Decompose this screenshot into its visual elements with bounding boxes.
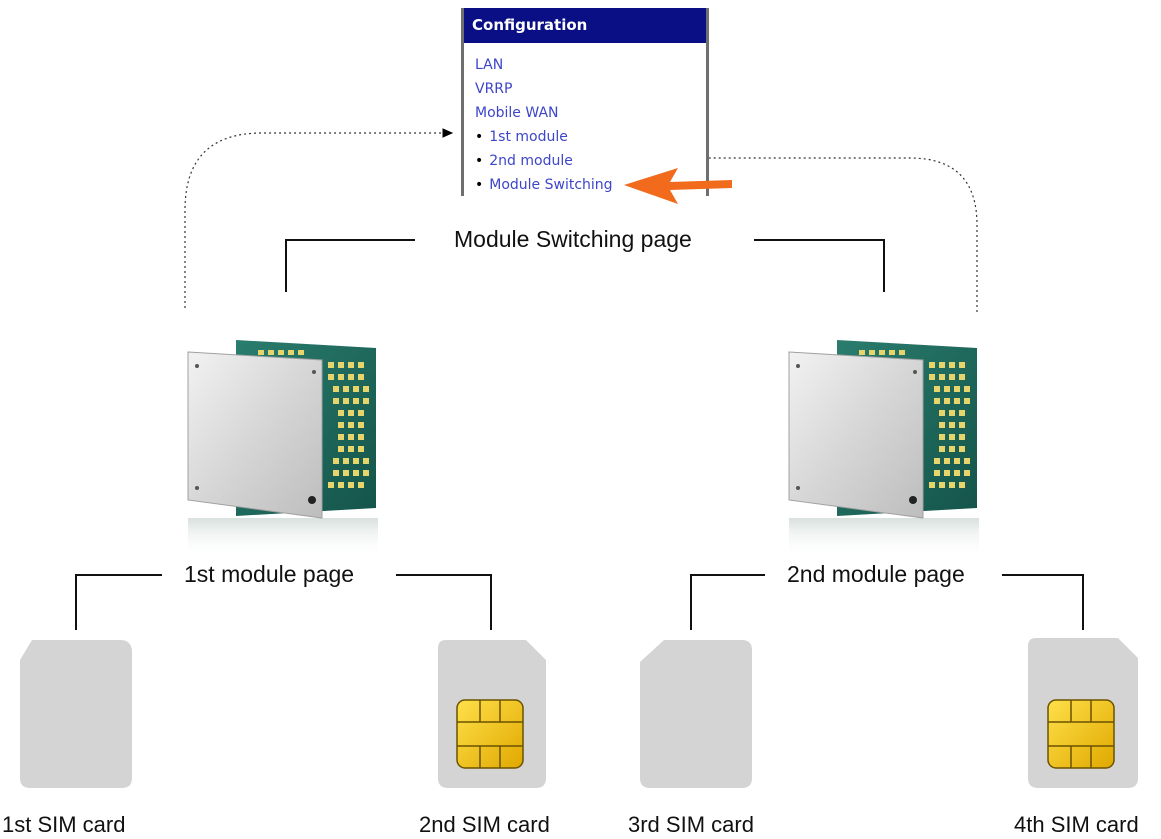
label-sim-2: 2nd SIM card [419,812,550,837]
label-sim-1: 1st SIM card [2,812,126,837]
label-sim-4: 4th SIM card [1014,812,1139,837]
bracket-switching-right [754,239,885,292]
sim-card-3-icon [640,640,752,788]
sim-card-4-icon [1028,638,1138,788]
label-sim-3: 3rd SIM card [628,812,754,837]
menu-item-module-switching[interactable]: •Module Switching [475,177,613,193]
bracket-module2-left [690,574,765,630]
bullet-icon: • [475,129,484,145]
bullet-icon: • [475,177,484,193]
configuration-menu: Configuration LAN VRRP Mobile WAN •1st m… [461,8,709,196]
bullet-icon: • [475,153,484,169]
label-1st-module-page: 1st module page [178,561,361,588]
bracket-module2-right [1002,574,1084,630]
menu-item-vrrp[interactable]: VRRP [475,81,513,97]
module-2-image [788,340,979,558]
menu-item-mobile-wan[interactable]: Mobile WAN [475,105,559,121]
menu-header: Configuration [464,8,706,43]
bracket-module1-right [396,574,492,630]
connector-module1-to-menu [184,128,454,308]
module-1-image [187,340,378,558]
menu-item-1st-module[interactable]: •1st module [475,129,568,145]
connector-module2-to-menu [590,153,978,312]
sim-card-2-icon [438,640,546,788]
menu-item-lan[interactable]: LAN [475,57,504,73]
label-2nd-module-page: 2nd module page [781,561,971,588]
label-module-switching-page: Module Switching page [448,226,698,253]
menu-list: LAN VRRP Mobile WAN •1st module •2nd mod… [464,43,706,197]
bracket-module1-left [75,574,162,630]
menu-item-2nd-module[interactable]: •2nd module [475,153,573,169]
bracket-switching-left [285,239,415,292]
highlight-arrow-icon [624,168,732,204]
sim-card-1-icon [20,640,132,788]
